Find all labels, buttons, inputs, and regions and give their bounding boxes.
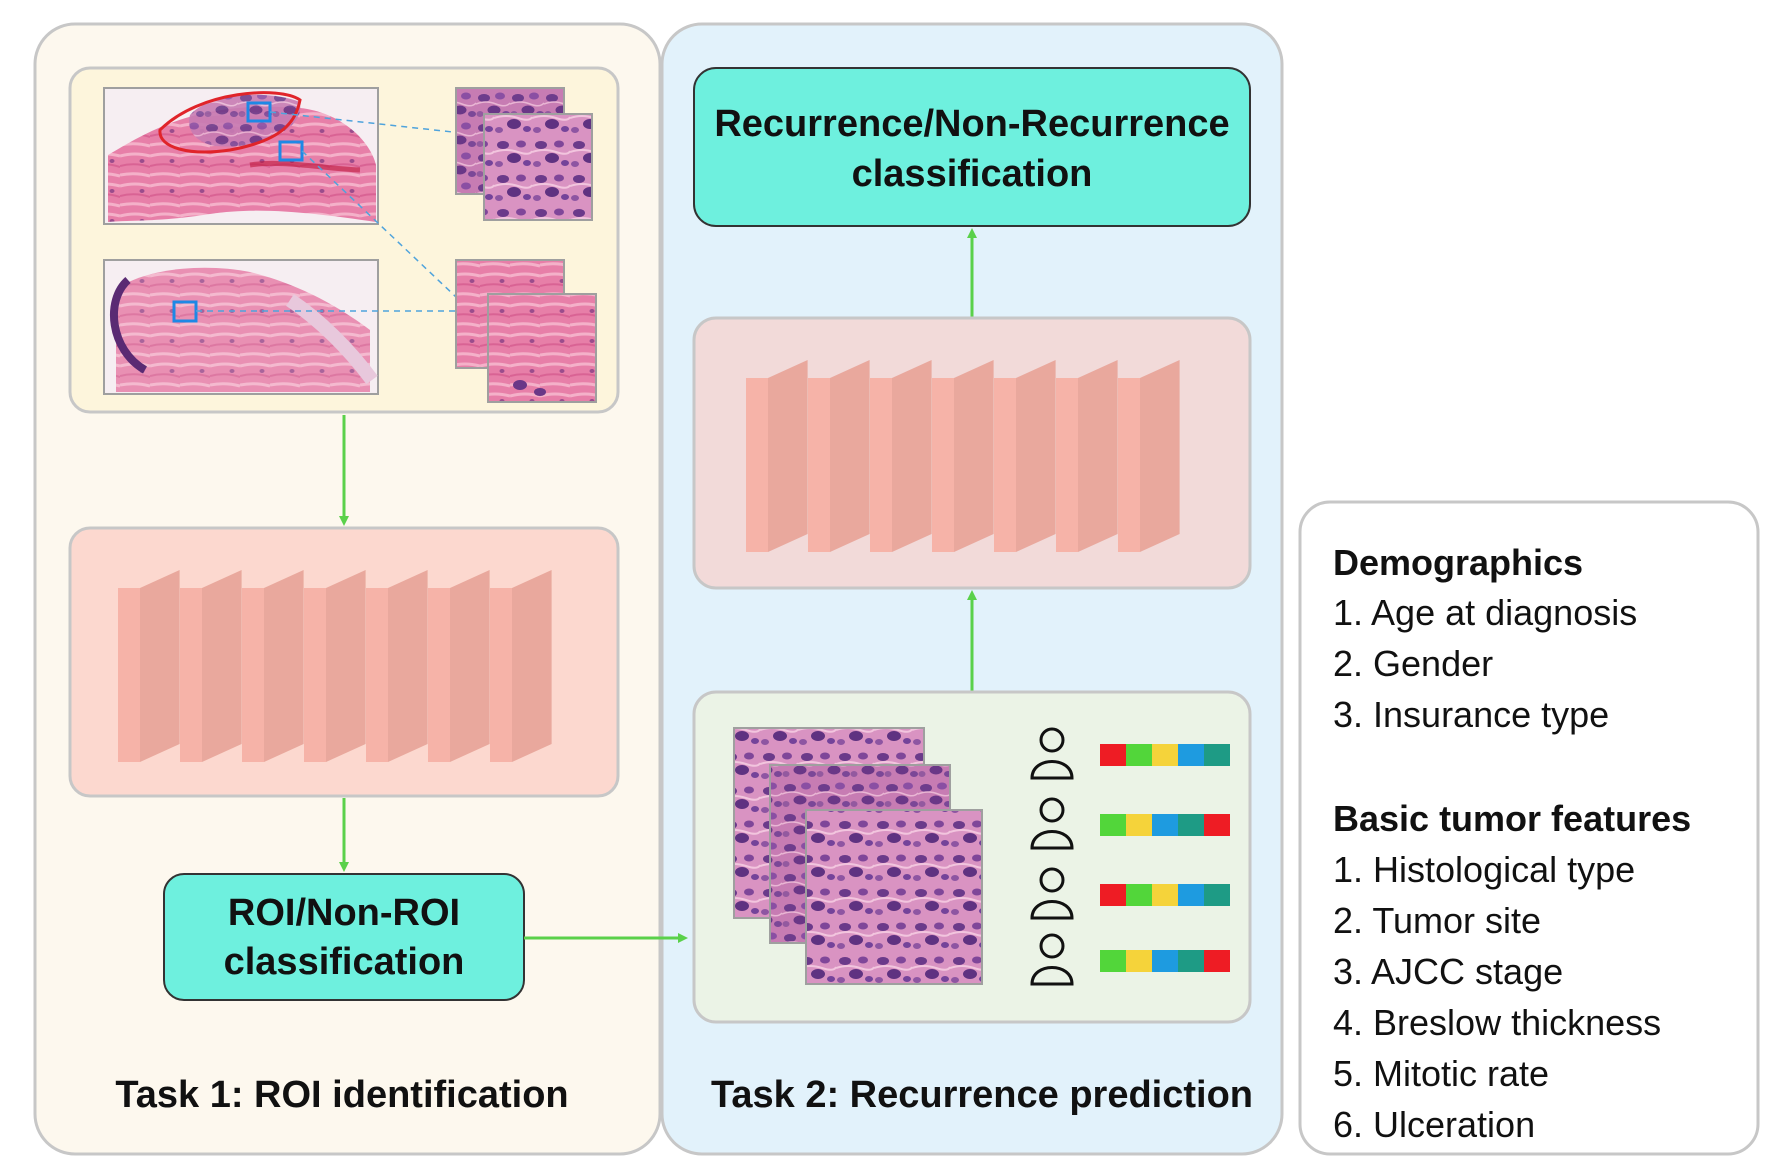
feature-cell <box>1126 814 1152 836</box>
feature-cell <box>1204 814 1230 836</box>
demographics-title: Demographics <box>1333 542 1583 583</box>
tumor-feature-item: 3. AJCC stage <box>1333 951 1563 992</box>
recurrence-classification-box <box>693 67 1251 227</box>
person-outline-icon <box>1030 727 1074 780</box>
tumor-feature-item: 6. Ulceration <box>1333 1104 1535 1145</box>
person-outline-icon <box>1030 867 1074 920</box>
task2-title: Task 2: Recurrence prediction <box>711 1074 1253 1116</box>
feature-cell <box>1204 744 1230 766</box>
layer-slice <box>994 360 1056 552</box>
feature-cell <box>1126 884 1152 906</box>
layer-slice <box>366 570 428 762</box>
recurrence-classification-line-2: classification <box>852 153 1093 195</box>
feature-cell <box>1100 744 1126 766</box>
feature-cell <box>1126 744 1152 766</box>
cnn-layers-icon <box>118 570 552 762</box>
feature-cell <box>1126 950 1152 972</box>
whole-slide-image-1 <box>103 87 379 225</box>
feature-cell <box>1178 744 1204 766</box>
tumor-feature-item: 5. Mitotic rate <box>1333 1053 1549 1094</box>
layer-slice <box>180 570 242 762</box>
layer-slice <box>808 360 870 552</box>
features-panel <box>1298 500 1760 1156</box>
demographic-item: 3. Insurance type <box>1333 694 1609 735</box>
person-outline-icon <box>1030 797 1074 850</box>
feature-cell <box>1152 744 1178 766</box>
feature-cell <box>1152 950 1178 972</box>
tumor-features-title: Basic tumor features <box>1333 798 1691 839</box>
feature-cell <box>1204 884 1230 906</box>
layer-slice <box>490 570 552 762</box>
roi-patch-stack <box>733 727 983 985</box>
stroma-patch-stack <box>455 259 597 403</box>
demographic-item: 2. Gender <box>1333 643 1493 684</box>
feature-cell <box>1152 814 1178 836</box>
recurrence-classification-line-1: Recurrence/Non-Recurrence <box>714 103 1229 145</box>
cnn-layers-icon <box>746 360 1180 552</box>
feature-cell <box>1152 884 1178 906</box>
roi-classification-line-2: classification <box>224 941 465 983</box>
layer-slice <box>304 570 366 762</box>
feature-cell <box>1204 950 1230 972</box>
task1-title: Task 1: ROI identification <box>115 1074 568 1116</box>
feature-cell <box>1178 814 1204 836</box>
patient-features <box>1030 727 1230 986</box>
layer-slice <box>746 360 808 552</box>
zoom-connectors <box>196 111 484 316</box>
feature-cell <box>1100 950 1126 972</box>
tumor-feature-item: 2. Tumor site <box>1333 900 1541 941</box>
layer-slice <box>428 570 490 762</box>
tumor-patch-stack <box>455 87 593 221</box>
feature-cell <box>1178 884 1204 906</box>
feature-cell <box>1178 950 1204 972</box>
feature-cell <box>1100 884 1126 906</box>
layer-slice <box>1056 360 1118 552</box>
tumor-feature-item: 4. Breslow thickness <box>1333 1002 1661 1043</box>
layer-slice <box>932 360 994 552</box>
person-outline-icon <box>1030 933 1074 986</box>
layer-slice <box>870 360 932 552</box>
layer-slice <box>118 570 180 762</box>
feature-cell <box>1100 814 1126 836</box>
layer-slice <box>1118 360 1180 552</box>
layer-slice <box>242 570 304 762</box>
roi-classification-line-1: ROI/Non-ROI <box>228 892 460 934</box>
whole-slide-image-2 <box>103 259 379 395</box>
tumor-feature-item: 1. Histological type <box>1333 849 1635 890</box>
demographic-item: 1. Age at diagnosis <box>1333 592 1637 633</box>
